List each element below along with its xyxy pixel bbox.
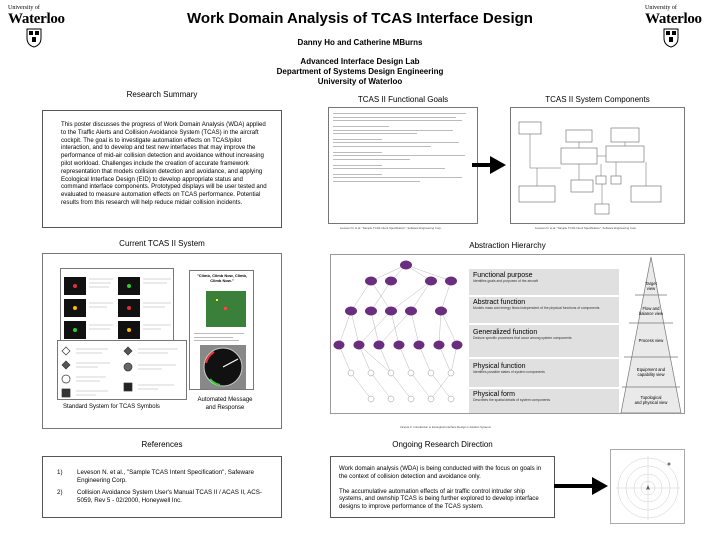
radar-screen [206,291,246,327]
crest-icon [26,28,42,48]
system-components-diagram [518,121,662,215]
level-physical-function: Physical function Identifies possible st… [473,363,545,374]
references-box: 1) Leveson N. et al., "Sample TCAS Inten… [42,456,282,518]
tcas-symbols-image [57,340,187,400]
automated-message-image: "Climb, Climb Now, Climb, Climb Now." [189,270,254,390]
radar-prototype-image [610,449,685,524]
view-equipment-capability: Equipment and capability view [636,367,666,377]
abstraction-caption: Vicente K. Introduction to Ecological In… [400,425,491,429]
system-components-image [510,107,685,224]
current-system-box: Standard System for TCAS Symbols "Climb,… [42,253,282,429]
functional-goals-heading: TCAS II Functional Goals [357,95,449,104]
crest-icon [663,28,679,48]
ongoing-heading: Ongoing Research Direction [392,440,493,449]
level-abstract-function: Abstract function Models mass and energy… [473,299,600,310]
current-system-heading: Current TCAS II System [119,239,205,248]
level-generalized-function: Generalized function Deduce specific pro… [473,329,572,340]
abstraction-diagram [333,256,682,413]
poster-authors: Danny Ho and Catherine MBurns [297,38,423,47]
view-flow-balance: Flow and balance view [638,306,664,316]
university-logo-right: University of Waterloo [645,4,720,48]
message-panel: "Climb, Climb Now, Climb, Climb Now." [196,273,248,283]
poster-affiliation: Advanced Interface Design Lab Department… [276,57,444,86]
message-caption: Automated Message and Response [197,397,253,411]
functional-goals-image [328,107,478,224]
tcas-display-image [60,268,174,348]
research-summary-heading: Research Summary [126,90,198,99]
poster-title: Work Domain Analysis of TCAS Interface D… [187,10,533,27]
ongoing-box: Work domain analysis (WDA) is being cond… [330,456,555,518]
view-target: Target view [645,281,657,291]
system-components-caption: Leveson N. et al. "Sample TCAS Intent Sp… [535,226,637,230]
functional-goals-caption: Leveson N. et al. "Sample TCAS Intent Sp… [340,226,442,230]
reference-item: 2) Collision Avoidance System User's Man… [57,489,262,504]
abstraction-heading: Abstraction Hierarchy [469,241,546,250]
system-components-heading: TCAS II System Components [545,95,650,104]
radar-display-icon [616,456,680,520]
ongoing-text-2: The accumulative automation effects of a… [339,487,539,511]
research-summary-text: This poster discusses the progress of Wo… [61,121,267,206]
vertical-speed-indicator-icon [200,345,246,389]
level-physical-form: Physical form Describes the spatial deta… [473,391,551,402]
abstraction-hierarchy-image: Functional purpose Identifies goals and … [330,254,685,414]
research-summary-box: This poster discusses the progress of Wo… [42,110,282,228]
level-functional-purpose: Functional purpose Identifies goals and … [473,272,538,283]
references-heading: References [141,440,183,449]
university-logo-left: University of Waterloo [8,4,86,48]
reference-item: 1) Leveson N. et al., "Sample TCAS Inten… [57,469,254,484]
ongoing-text-1: Work domain analysis (WDA) is being cond… [339,465,542,480]
symbols-caption: Standard System for TCAS Symbols [63,404,160,410]
view-process: Process view [638,338,664,343]
view-topological-physical: Topological and physical view [634,395,668,405]
